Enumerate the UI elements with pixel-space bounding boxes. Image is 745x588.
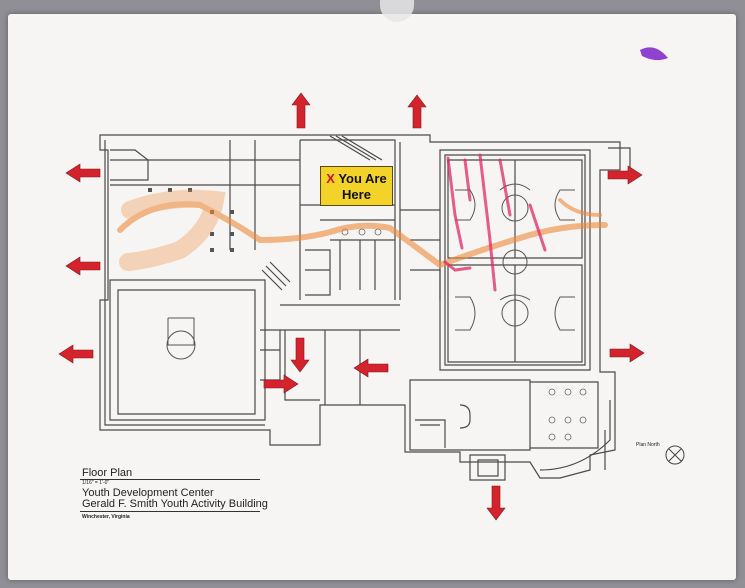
exit-arrow-interior-left <box>353 358 389 378</box>
exit-arrow-north-left <box>291 92 311 129</box>
exit-arrow-south <box>486 485 506 521</box>
exit-arrow-west-middle <box>65 256 101 276</box>
sheet-protector-tab <box>380 0 414 22</box>
building-name: Gerald F. Smith Youth Activity Building <box>82 498 268 510</box>
scale-note: 1/16" = 1'-0" <box>82 480 110 486</box>
purple-marker-dot <box>640 47 668 61</box>
floor-plan-sheet <box>8 14 736 580</box>
marker-scribbles <box>443 153 547 292</box>
north-arrow-circle-icon <box>665 445 685 465</box>
exit-arrow-west-bottom <box>58 344 94 364</box>
you-are-here-x-mark: X <box>326 171 335 186</box>
title-underline <box>80 479 260 480</box>
you-are-here-line1: You Are <box>338 171 387 186</box>
highlighter-route <box>117 189 608 271</box>
exit-arrow-east-bottom <box>609 343 645 363</box>
organization-name: Youth Development Center <box>82 487 214 499</box>
exit-arrow-interior-right <box>263 374 299 394</box>
plan-north-label: Plan North <box>636 442 660 448</box>
exit-arrow-interior-down <box>290 337 310 373</box>
floor-plan-title: Floor Plan <box>82 467 133 479</box>
exit-arrow-east-top <box>607 165 643 185</box>
you-are-here-line2: Here <box>342 187 371 202</box>
restroom-fixtures <box>341 228 587 441</box>
court-markings <box>166 183 575 360</box>
building-underline <box>80 511 260 512</box>
location-label: Winchester, Virginia <box>82 514 130 520</box>
exit-arrow-north-right <box>407 94 427 129</box>
exit-arrows <box>58 92 645 521</box>
you-are-here-sign: X You Are Here <box>320 166 393 206</box>
exit-arrow-west-top <box>65 163 101 183</box>
